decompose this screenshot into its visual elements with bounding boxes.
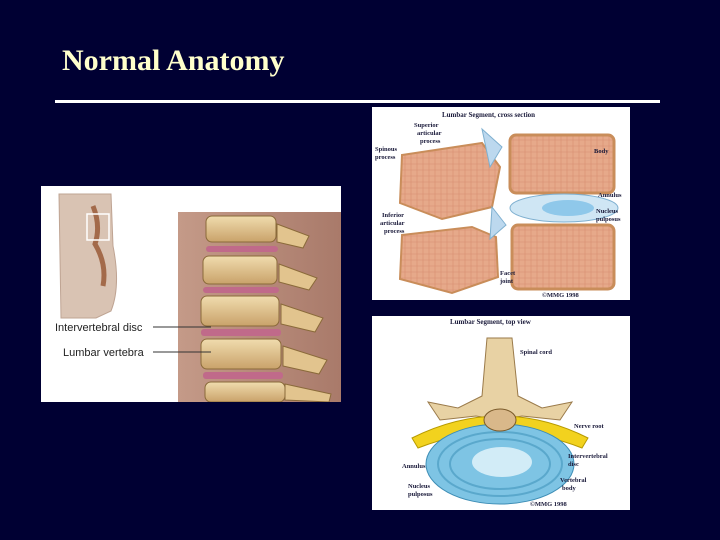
lumbar-vertebra-shape — [200, 338, 282, 370]
spinal-cord-label: Spinal cord — [520, 349, 552, 356]
superior-label-3: process — [420, 138, 441, 145]
top-view-figure: Lumbar Segment, top view Spinal cord Ner… — [372, 316, 630, 510]
annulus-label: Annulus — [598, 192, 622, 199]
cross-section-title: Lumbar Segment, cross section — [442, 111, 535, 119]
torso-silhouette — [58, 193, 118, 319]
facet-label-2: joint — [499, 278, 514, 285]
lumbar-spine-figure: Intervertebral disc Lumbar vertebra — [41, 186, 341, 402]
spinous-label-2: process — [375, 154, 396, 161]
lumbar-vertebra-label: Lumbar vertebra — [63, 347, 145, 359]
nucleus-pulposus-shape — [472, 447, 532, 477]
posterior-processes — [276, 223, 332, 402]
upper-vertebral-body — [508, 133, 616, 195]
top-view-title: Lumbar Segment, top view — [450, 318, 532, 326]
disc-label-1: Intervertebral — [568, 453, 608, 460]
upper-posterior-element — [398, 141, 502, 221]
nucleus-label-2: pulposus — [596, 216, 621, 223]
lumbar-spine-illustration: Intervertebral disc Lumbar vertebra — [55, 193, 341, 402]
vbody-label-1: Vertebral — [560, 477, 587, 484]
cross-section-illustration: Lumbar Segment, cross section Superior a… — [375, 111, 622, 299]
zoom-box — [86, 213, 110, 241]
spinous-label-1: Spinous — [375, 146, 398, 153]
inferior-label-2: articular — [380, 220, 405, 227]
top-view-copyright: ©MMG 1998 — [530, 501, 568, 508]
nucleus-label-1: Nucleus — [596, 208, 619, 215]
nucleus-label-top-2: pulposus — [408, 491, 433, 498]
spinal-cord-shape — [483, 408, 517, 432]
intervertebral-disc-shape — [201, 329, 281, 336]
disc-nucleus — [542, 200, 594, 216]
inferior-label-3: process — [384, 228, 405, 235]
title-divider — [55, 100, 660, 103]
intervertebral-disc-label: Intervertebral disc — [55, 322, 143, 334]
top-view-illustration: Lumbar Segment, top view Spinal cord Ner… — [402, 318, 608, 508]
cross-section-copyright: ©MMG 1998 — [542, 292, 580, 299]
vertebra-stack — [200, 215, 286, 402]
slide-title: Normal Anatomy — [62, 44, 285, 77]
superior-label-1: Superior — [414, 122, 439, 129]
inferior-label-1: Inferior — [382, 212, 404, 219]
facet-joint-shape — [489, 205, 507, 241]
body-label: Body — [594, 148, 609, 155]
nucleus-label-top-1: Nucleus — [408, 483, 431, 490]
facet-label-1: Facet — [500, 270, 516, 277]
cross-section-figure: Lumbar Segment, cross section Superior a… — [372, 107, 630, 300]
nerve-root-label: Nerve root — [574, 423, 604, 430]
lower-vertebral-body — [510, 223, 616, 291]
lower-posterior-element — [398, 225, 500, 295]
annulus-label-top: Annulus — [402, 463, 426, 470]
superior-process-cartilage — [481, 127, 503, 169]
disc-label-2: disc — [568, 461, 579, 468]
spine-outline — [90, 205, 107, 287]
vbody-label-2: body — [562, 485, 576, 492]
superior-label-2: articular — [417, 130, 442, 137]
